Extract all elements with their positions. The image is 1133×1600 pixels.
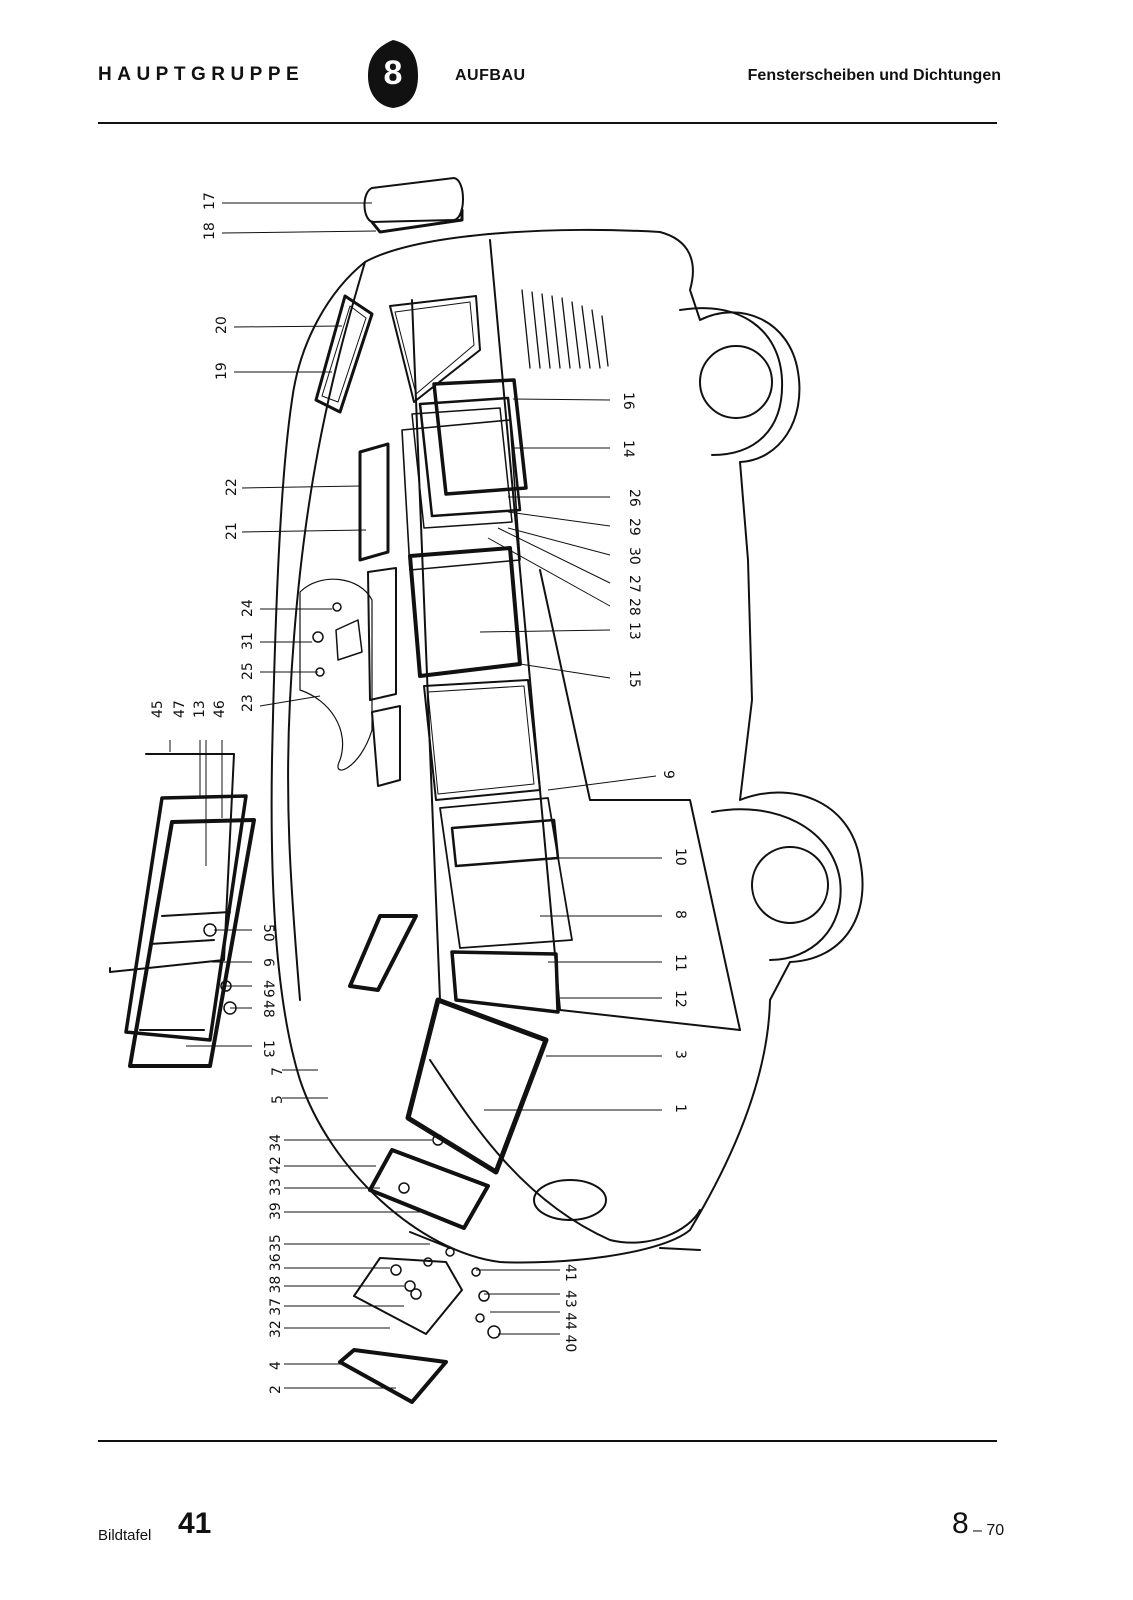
callout-19: 19	[214, 362, 230, 380]
callout-18: 18	[202, 222, 218, 240]
rear-wheel-arch	[711, 808, 842, 961]
sliding-window-9-10-8	[439, 797, 573, 949]
callout-16: 16	[620, 392, 636, 410]
callout-32-37-38-36: 32 37 38 36	[268, 1253, 284, 1338]
callout-45: 45	[150, 700, 166, 718]
callout-15: 15	[626, 670, 642, 688]
callout-2: 2	[268, 1385, 284, 1394]
page-suffix: – 70	[973, 1522, 1005, 1539]
callout-48: 48	[260, 1000, 276, 1018]
callout-28: 28	[626, 598, 642, 616]
callout-12: 12	[672, 990, 688, 1008]
exploded-window-set-left	[109, 753, 256, 1068]
hatch-window-42-34	[368, 1148, 490, 1230]
callout-10: 10	[672, 848, 688, 866]
callout-5: 5	[270, 1095, 286, 1104]
callout-39: 39	[268, 1202, 284, 1220]
callout-14: 14	[620, 440, 636, 458]
group-name: AUFBAU	[455, 67, 526, 84]
callout-8: 8	[672, 910, 688, 919]
callout-17: 17	[202, 192, 218, 210]
callout-20: 20	[214, 316, 230, 334]
callout-50: 50	[260, 924, 276, 942]
window-11-12	[450, 950, 560, 1014]
callout-26: 26	[626, 489, 642, 507]
callout-4: 4	[268, 1361, 284, 1370]
sunroof-17-18	[363, 177, 464, 223]
van-body-outline	[270, 228, 864, 1264]
exploded-hatch-set	[338, 1231, 463, 1404]
vent-window-22-21	[358, 442, 390, 562]
callout-47: 47	[172, 700, 188, 718]
callout-27: 27	[626, 575, 642, 593]
rear-window-3-1	[405, 997, 549, 1175]
callout-22: 22	[224, 478, 240, 496]
topic-title: Fensterscheiben und Dichtungen	[747, 67, 1001, 84]
callout-13-set: 13	[192, 700, 208, 718]
cab-window-7-5	[348, 914, 418, 992]
callout-43-44-40: 43 44 40	[562, 1290, 578, 1352]
callout-31: 31	[240, 632, 256, 650]
header-rule	[98, 122, 997, 124]
callout-35: 35	[268, 1234, 284, 1252]
callout-11: 11	[672, 954, 688, 972]
page-number: 8	[952, 1507, 969, 1540]
callout-25: 25	[240, 662, 256, 680]
callout-24: 24	[240, 599, 256, 617]
plate-label: Bildtafel	[98, 1527, 152, 1544]
footer-rule	[98, 1440, 997, 1442]
callout-6: 6	[260, 958, 276, 967]
callout-9: 9	[660, 770, 676, 779]
plate-number: 41	[178, 1507, 212, 1540]
windscreen-outline	[389, 295, 481, 403]
callout-29: 29	[626, 518, 642, 536]
callout-46: 46	[212, 700, 228, 718]
callout-49: 49	[260, 980, 276, 998]
callout-13-side: 13	[626, 622, 642, 640]
callout-3: 3	[672, 1050, 688, 1059]
callout-13-lower: 13	[260, 1040, 276, 1058]
callout-30: 30	[626, 547, 642, 565]
callout-33: 33	[268, 1178, 284, 1196]
group-number: 8	[383, 54, 403, 92]
front-wheel-arch	[679, 307, 784, 456]
callout-42-34: 42 34	[268, 1134, 284, 1174]
window-16-14	[432, 378, 528, 496]
group-badge-icon	[368, 40, 418, 108]
main-group-title: HAUPTGRUPPE	[98, 64, 305, 85]
callout-1: 1	[672, 1104, 688, 1113]
callout-21: 21	[224, 522, 240, 540]
front-corner-window	[314, 294, 374, 414]
callout-41: 41	[562, 1264, 578, 1282]
callout-23: 23	[240, 694, 256, 712]
callout-7: 7	[270, 1067, 286, 1076]
